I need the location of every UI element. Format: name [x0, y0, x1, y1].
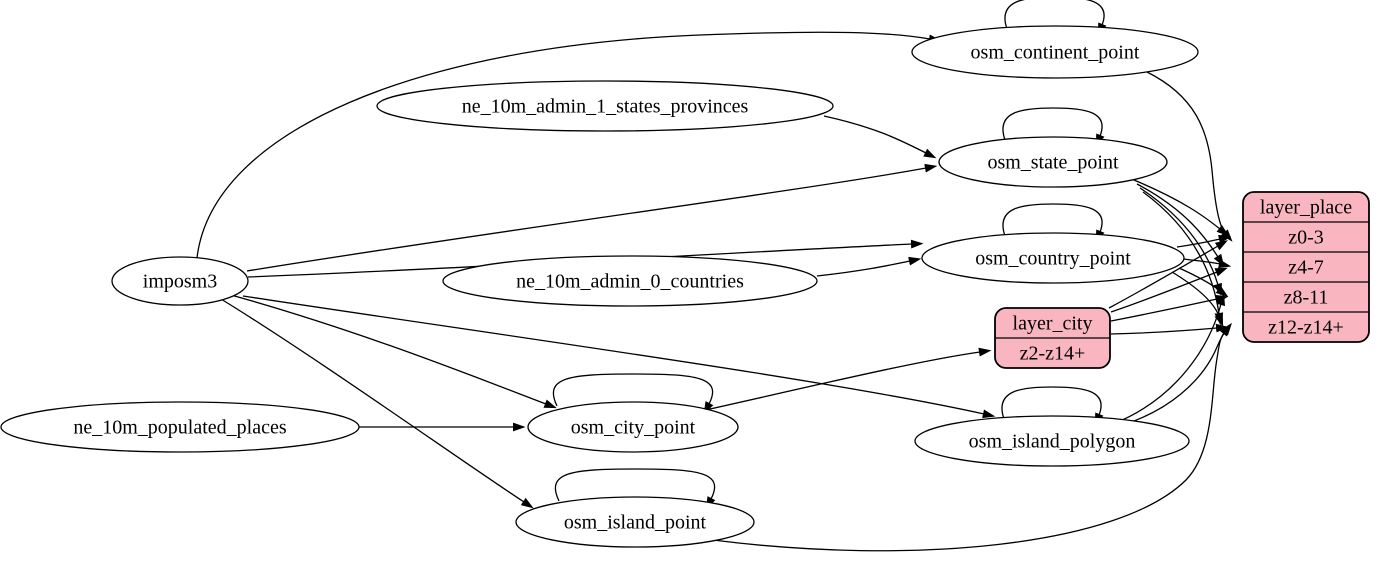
nodes-layer: imposm3 ne_10m_admin_1_states_provincesne…: [0, 25, 1370, 548]
edge-osm_island_polygon-to-layer_place-z12-z14+: [1107, 322, 1232, 430]
imposm3-label: imposm3: [143, 271, 217, 293]
osm_island_polygon-ellipse: [914, 415, 1190, 467]
osm_island_point-label: osm_island_point: [564, 512, 707, 534]
ne_10m_admin_0_countries-label: ne_10m_admin_0_countries: [516, 271, 744, 293]
edge-layer_city-to-layer_place-z12-z14+: [1110, 323, 1229, 335]
imposm3-node: imposm3: [111, 256, 249, 306]
layer_city-title: layer_city: [1013, 313, 1093, 335]
layer_place-row-z4-7: z4-7: [1288, 257, 1324, 279]
osm_continent_point-self-loop-edge: [1004, 0, 1107, 36]
osm_continent_point-ellipse: [911, 25, 1199, 79]
ne_10m_populated_places-node: ne_10m_populated_places: [0, 401, 360, 453]
osm_island_polygon-self-loop-edge: [1001, 386, 1104, 426]
osm_continent_point-label: osm_continent_point: [971, 42, 1140, 64]
edge-imposm3-to-osm_state_point: [246, 163, 938, 272]
edge-osm_state_point-to-layer_place-z0-3: [1133, 179, 1230, 237]
edge-ne_10m_admin_1_states_provinces-to-osm_state_point: [823, 115, 937, 159]
osm_island_polygon-node: osm_island_polygon: [914, 415, 1190, 467]
osm_city_point-node: osm_city_point: [527, 401, 739, 453]
edge-imposm3-to-osm_island_polygon: [242, 295, 996, 419]
osm_state_point-self-loop-edge: [1002, 107, 1105, 147]
layer_city-row-z2-z14+: z2-z14+: [1020, 343, 1086, 365]
osm_island_point-node: osm_island_point: [515, 496, 755, 548]
osm_state_point-ellipse: [938, 136, 1168, 188]
edge-osm_city_point-to-layer_city-z2-z14+: [700, 347, 992, 412]
osm_continent_point-node: osm_continent_point: [911, 25, 1199, 79]
layer_place-node: layer_place z0-3 z4-7 z8-11 z12-z14+: [1242, 191, 1370, 343]
ne_10m_populated_places-ellipse: [0, 401, 360, 453]
ne_10m_admin_1_states_provinces-label: ne_10m_admin_1_states_provinces: [462, 96, 749, 118]
layer_place-record-box: [1242, 191, 1370, 343]
osm_state_point-node: osm_state_point: [938, 136, 1168, 188]
edge-imposm3-to-osm_city_point: [230, 294, 557, 409]
edge-layer_city-to-layer_place-z4-7: [1110, 267, 1228, 313]
ne_10m_populated_places-label: ne_10m_populated_places: [73, 417, 286, 439]
osm_island_point-self-loop-edge: [554, 468, 716, 510]
edge-osm_continent_point-to-layer_place-z0-3: [1146, 71, 1233, 242]
layer_place-row-z0-3: z0-3: [1288, 227, 1324, 249]
ne_10m_admin_1_states_provinces-ellipse: [376, 80, 834, 132]
edge-layer_city-to-layer_place-z8-11: [1110, 294, 1229, 322]
edge-layer_city-to-layer_place-z0-3: [1108, 240, 1229, 309]
edge-osm_country_point-to-layer_place-z4-7: [1182, 258, 1232, 269]
edges-layer: [196, 0, 1233, 552]
ne_10m_admin_1_states_provinces-node: ne_10m_admin_1_states_provinces: [376, 80, 834, 132]
layer_city-node: layer_city z2-z14+: [994, 307, 1111, 369]
edge-osm_state_point-to-layer_place-z4-7: [1136, 183, 1225, 267]
layer_place-row-z12-z14+: z12-z14+: [1268, 317, 1344, 339]
edge-imposm3-to-osm_island_point: [220, 298, 534, 509]
ne_10m_admin_0_countries-ellipse: [442, 255, 818, 307]
osm_city_point-self-loop-edge: [552, 373, 714, 415]
osm_country_point-self-loop-edge: [1002, 203, 1105, 243]
edge-imposm3-to-osm_continent_point: [196, 31, 942, 259]
osm_country_point-ellipse: [921, 232, 1185, 284]
edge-osm_country_point-to-layer_place-z0-3: [1176, 234, 1232, 248]
edge-osm_island_polygon-to-layer_place-z8-11: [1112, 292, 1225, 425]
osm_island_polygon-label: osm_island_polygon: [969, 431, 1136, 453]
osm_country_point-label: osm_country_point: [975, 248, 1131, 270]
osm_island_point-ellipse: [515, 496, 755, 548]
layer_place-row-z8-11: z8-11: [1284, 287, 1329, 309]
osm_state_point-label: osm_state_point: [987, 152, 1119, 174]
edge-ne_10m_admin_0_countries-to-osm_country_point: [816, 256, 922, 277]
ne_10m_admin_0_countries-node: ne_10m_admin_0_countries: [442, 255, 818, 307]
edge-osm_island_point-to-layer_place-z12-z14+: [712, 323, 1232, 552]
osm_city_point-ellipse: [527, 401, 739, 453]
imposm3-ellipse: [111, 256, 249, 306]
osm_country_point-node: osm_country_point: [921, 232, 1185, 284]
layer_place-title: layer_place: [1260, 197, 1352, 219]
osm_city_point-label: osm_city_point: [571, 417, 696, 439]
edge-osm_country_point-to-layer_place-z8-11: [1178, 267, 1229, 297]
edge-osm_country_point-to-layer_place-z12-z14+: [1171, 271, 1224, 327]
